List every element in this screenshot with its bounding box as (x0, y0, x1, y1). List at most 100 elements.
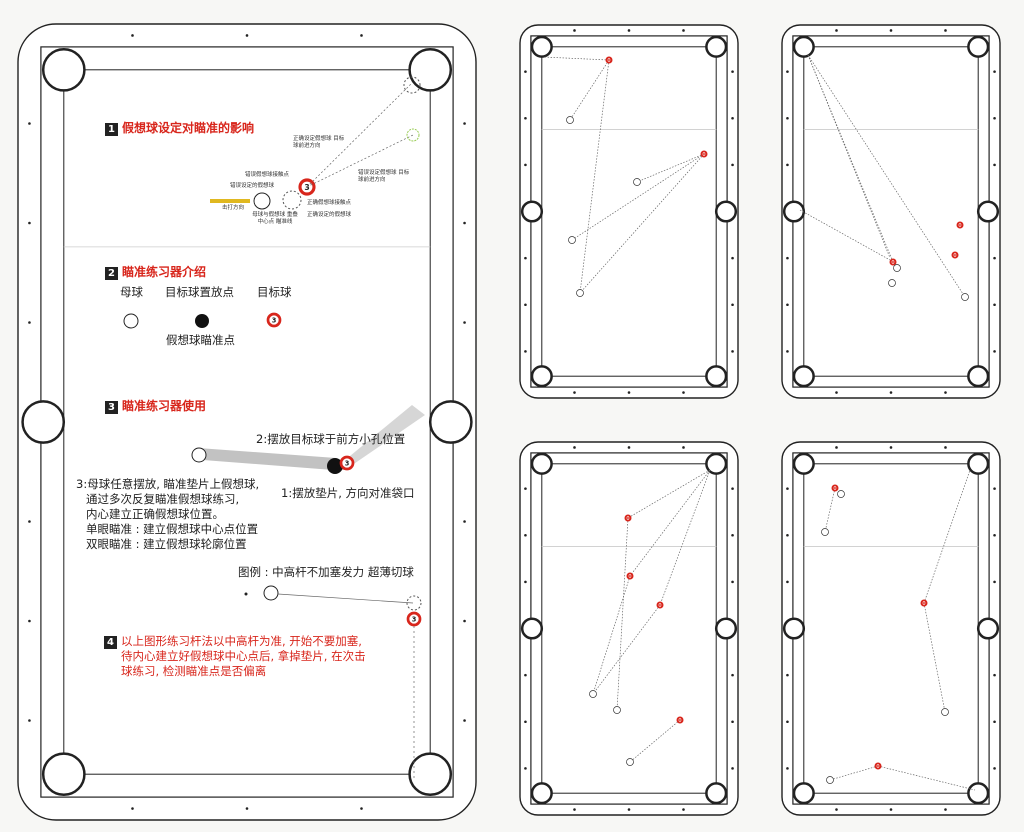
legend-object-ball-number: 3 (412, 615, 417, 623)
mini-table-3-diamond (524, 673, 527, 677)
mini-ball-label: 0 (607, 58, 610, 64)
mini-table-3-pocket (714, 617, 738, 640)
mini-table-1-cue-ball (633, 178, 641, 186)
mini-table-3-diamond (627, 808, 631, 811)
main-table-diamond (28, 619, 31, 623)
mini-table-4-cue-ball (826, 776, 834, 784)
label-hit-direction: 击打方向 (222, 205, 245, 211)
mini-table-1-diamond (524, 70, 527, 73)
practice-object-ball-number: 3 (345, 459, 350, 467)
mini-table-3-pocket (705, 452, 728, 475)
mini-table-3-shot-line (592, 575, 631, 695)
mini-table-4-cue-ball (941, 708, 949, 716)
object-ball-label: 目标球 (257, 285, 292, 299)
mini-table-4-pocket (967, 782, 990, 805)
mini-table-3-cue-ball (626, 758, 634, 766)
mini-table-4-shot-line (923, 469, 971, 604)
mini-table-3-object-ball (676, 716, 684, 724)
step-3-text: 3:母球任意摆放, 瞄准垫片上假想球, 通过多次反复瞄准假想球练习, 内心建立正… (76, 477, 260, 551)
mini-table-2-pocket (782, 200, 806, 223)
mini-table-2-shot-line (807, 54, 966, 298)
main-table-diamond (245, 34, 249, 37)
target-spot-sample (195, 314, 209, 328)
mini-table-2-pocket (792, 35, 815, 58)
mini-ball-label: 0 (678, 718, 681, 724)
mini-table-3-diamond (524, 767, 527, 770)
mini-table-4-object-ball (874, 762, 882, 770)
step-1-text: 1:摆放垫片, 方向对准袋口 (281, 486, 415, 500)
ghost-ball (282, 190, 302, 210)
mini-table-2-diamond (944, 29, 947, 32)
mini-table-2-pocket (967, 365, 990, 388)
main-table-diamond (360, 34, 363, 37)
mini-table-4-diamond (786, 580, 789, 584)
mini-table-2-diamond (835, 391, 838, 394)
mini-table-2-diamond (889, 29, 893, 32)
mini-table-1-diamond (731, 350, 734, 353)
mini-ball-label: 0 (953, 253, 956, 259)
cue-ball-sample (123, 313, 139, 329)
practice-object-ball (339, 455, 355, 471)
mini-table-2-cue-ball (888, 279, 896, 287)
mini-table-1-diamond (627, 29, 631, 32)
main-table-diamond (131, 807, 134, 810)
mini-table-2-object-ball (889, 258, 897, 266)
main-table-outer (17, 23, 477, 821)
mini-table-3-diamond (524, 533, 527, 537)
object-ball-number: 3 (304, 183, 309, 192)
mini-table-4-cue-ball (837, 490, 845, 498)
main-table-diamond (28, 520, 31, 523)
wrong-target-ghost (406, 128, 420, 142)
mini-table-2-diamond (993, 256, 996, 260)
mini-table-2-cue-ball (893, 264, 901, 272)
mini-table-3-shot-line (629, 719, 681, 763)
cue-ball (253, 192, 271, 210)
main-table-pocket (428, 400, 473, 444)
object-ball-sample-number: 3 (272, 316, 277, 324)
mini-ball-label: 0 (628, 574, 631, 580)
mini-table-2-diamond (993, 303, 996, 307)
aiming-pad (198, 448, 336, 470)
main-table-diamond (463, 122, 466, 125)
mini-table-3-shot-line (627, 469, 711, 519)
object-ball-sample (266, 312, 282, 328)
mini-table-4-diamond (944, 446, 947, 449)
mini-table-4-diamond (993, 767, 996, 770)
mini-table-3-pocket (705, 782, 728, 805)
mini-table-2-diamond (993, 163, 996, 167)
mini-table-1-diamond (731, 116, 734, 120)
mini-table-2-shot-line (799, 209, 891, 261)
main-table-diamond (463, 719, 466, 722)
mini-table-4-diamond (944, 808, 947, 811)
mini-table-4-diamond (786, 673, 789, 677)
main-table-diamond (360, 807, 363, 810)
mini-table-1-diamond (682, 29, 685, 32)
mini-table-2-diamond (944, 391, 947, 394)
mini-table-3-diamond (524, 720, 527, 724)
mini-table-3-diamond (682, 808, 685, 811)
main-table-diamond (463, 321, 466, 324)
mini-table-4-shot-line (829, 765, 879, 781)
mini-table-1-object-ball (700, 150, 708, 158)
mini-table-3-diamond (573, 808, 576, 811)
mini-table-2-diamond (786, 303, 789, 307)
mini-table-4-object-ball (920, 599, 928, 607)
mini-table-4-shot-line (923, 602, 946, 713)
main-table-pocket (408, 752, 453, 797)
mini-table-4-diamond (993, 720, 996, 724)
mini-table-1-diamond (573, 391, 576, 394)
mini-table-2-diamond (993, 350, 996, 353)
mini-ball-label: 0 (922, 601, 925, 607)
label-correct-ghost: 正确设定的假想球 (307, 212, 352, 218)
main-table-diamond (28, 321, 31, 324)
mini-table-3-diamond (524, 580, 527, 584)
mini-table-4-diamond (786, 720, 789, 724)
legend-object-ball (406, 611, 422, 627)
mini-table-1-diamond (731, 256, 734, 260)
main-table-diamond (28, 122, 31, 125)
mini-table-4-diamond (993, 580, 996, 584)
practice-spot (327, 458, 343, 474)
